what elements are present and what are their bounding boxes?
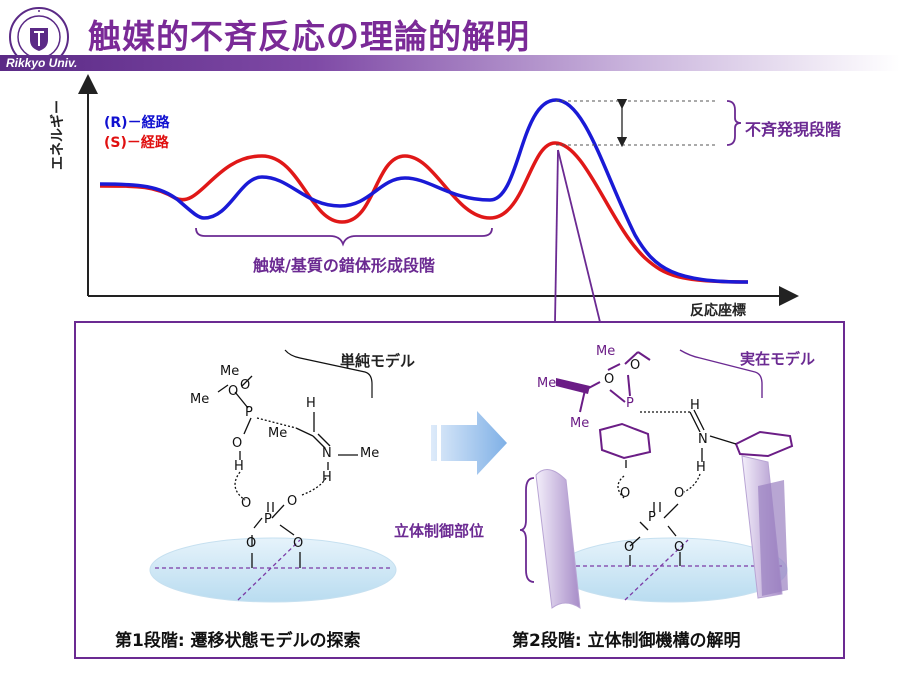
atom-label: O [604, 372, 615, 387]
complex-formation-label: 触媒/基質の錯体形成段階 [253, 256, 435, 275]
s-path-curve [99, 141, 749, 284]
catalyst-disk-left [149, 537, 397, 603]
detail-panel [74, 321, 845, 659]
atom-label: Me [360, 446, 380, 461]
atom-label: H [690, 398, 700, 413]
legend-r-path: (R)－経路 [104, 115, 170, 131]
atom-label: O [246, 536, 257, 551]
atom-label: H [322, 470, 332, 485]
atom-label: Me [190, 392, 210, 407]
atom-label: O [241, 496, 252, 511]
stereo-control-brace [519, 477, 535, 583]
step1-label: 第1段階: 遷移状態モデルの探索 [115, 631, 361, 651]
atom-label: O [630, 358, 641, 373]
stereo-control-label: 立体制御部位 [394, 522, 485, 540]
simple-model-brace [284, 349, 373, 398]
page-title: 触媒的不斉反応の理論的解明 [88, 17, 530, 56]
atom-label: O [232, 436, 243, 451]
atom-label: P [245, 405, 253, 420]
atom-label: O [624, 540, 635, 555]
real-model-brace [679, 349, 763, 398]
atom-label: H [234, 459, 244, 474]
atom-label: Me [570, 416, 590, 431]
atom-label: Me [537, 376, 557, 391]
atom-label: Me [220, 364, 240, 379]
stereo-wall-left [535, 469, 581, 610]
atom-label: P [264, 512, 272, 527]
x-axis-label: 反応座標 [690, 303, 746, 319]
real-model-label: 実在モデル [740, 350, 816, 368]
asym-step-brace [726, 100, 742, 146]
atom-label: O [620, 486, 631, 501]
atom-label: O [287, 494, 298, 509]
atom-label: O [674, 486, 685, 501]
asymmetric-step-label: 不斉発現段階 [745, 120, 842, 139]
transition-arrow [427, 411, 507, 475]
university-seal-logo [9, 7, 69, 67]
atom-label: P [626, 396, 634, 411]
atom-label: P [648, 510, 656, 525]
atom-label: N [322, 446, 332, 461]
y-axis-label: エネルギー [50, 100, 66, 170]
atom-label: O [240, 378, 251, 393]
atom-label: Me [596, 344, 616, 359]
atom-label: H [696, 460, 706, 475]
simple-model-label: 単純モデル [340, 352, 416, 370]
atom-label: O [228, 384, 239, 399]
atom-label: O [674, 540, 685, 555]
complex-formation-brace [195, 227, 493, 247]
atom-label: H [306, 396, 316, 411]
step2-label: 第2段階: 立体制御機構の解明 [512, 631, 741, 651]
legend-s-path: (S)－経路 [104, 135, 169, 151]
atom-label: Me [268, 426, 288, 441]
atom-label: O [293, 536, 304, 551]
header-band [0, 55, 900, 71]
atom-label: N [698, 432, 708, 447]
r-path-curve [99, 98, 749, 284]
university-name: Rikkyo Univ. [6, 56, 78, 70]
